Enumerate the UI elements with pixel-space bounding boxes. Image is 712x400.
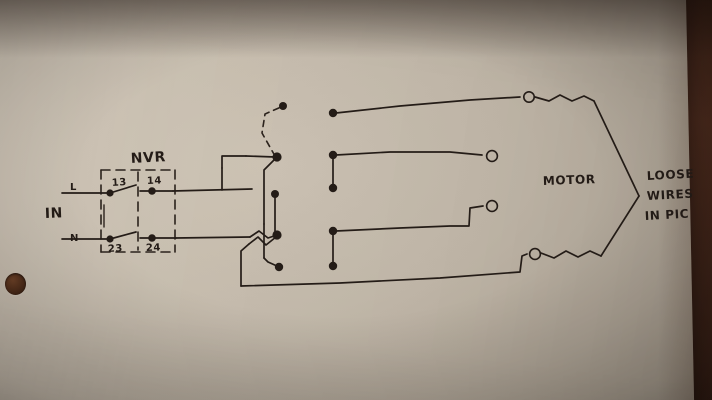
nvr-contact-top xyxy=(106,184,253,197)
nvr-contact-bottom xyxy=(106,231,251,243)
centre-right-terminals xyxy=(328,108,338,271)
terminal-24-label: 24 xyxy=(146,242,161,254)
terminal-node-14 xyxy=(148,187,156,195)
loose-end-ring-3 xyxy=(485,199,499,213)
motor-terminal-3 xyxy=(328,183,338,193)
loose-wires-line-2: WIRES xyxy=(646,187,693,203)
terminal-13-label: 13 xyxy=(111,177,127,189)
input-label: IN xyxy=(45,205,64,222)
dashed-wire xyxy=(261,102,287,157)
terminal-node-b xyxy=(271,190,279,198)
motor-terminal-2 xyxy=(328,150,338,160)
terminal-node-24 xyxy=(148,234,156,242)
nvr-title-label: NVR xyxy=(130,149,166,167)
loose-end-ring-2 xyxy=(485,149,499,163)
dashed-wire-end-node xyxy=(279,102,287,110)
loose-wires-line-1: LOOSE xyxy=(646,167,694,183)
centre-left-terminals xyxy=(221,152,284,287)
motor-terminal-5 xyxy=(328,261,338,271)
loose-wires-line-3: IN PIC xyxy=(644,207,689,223)
hole-punch xyxy=(5,273,26,295)
loose-end-ring-1 xyxy=(522,91,535,104)
motor-terminal-4 xyxy=(328,226,338,236)
supply-input-wires xyxy=(61,192,109,240)
paper-right-edge-shadow xyxy=(658,0,712,400)
motor-label: MOTOR xyxy=(543,172,596,188)
input-neutral-label: N xyxy=(70,233,79,244)
motor-lead-wires xyxy=(240,91,602,287)
diagram-labels: NVR IN L N 13 14 23 24 MOTOR LOOSE WIRES… xyxy=(45,149,695,255)
terminal-14-label: 14 xyxy=(147,175,162,187)
terminal-node-d xyxy=(274,262,284,272)
input-live-label: L xyxy=(70,182,77,193)
loose-end-ring-4 xyxy=(528,247,542,261)
motor-terminal-1 xyxy=(328,108,338,118)
motor-enclosure-outline xyxy=(593,100,640,257)
terminal-23-label: 23 xyxy=(108,243,124,255)
